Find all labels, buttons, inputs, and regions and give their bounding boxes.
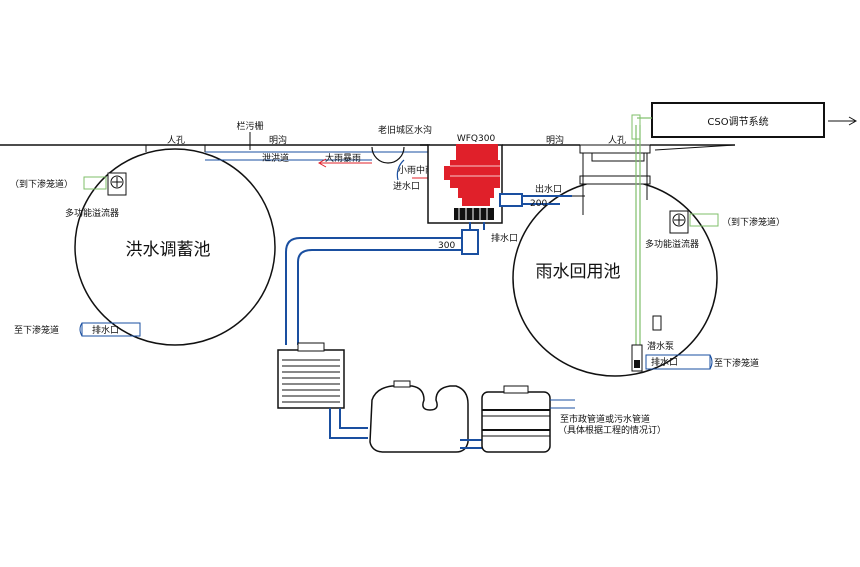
to-seepage-right-bottom-label: 至下渗笼道 [714, 357, 759, 369]
open-ditch-left-label: 明沟 [269, 134, 287, 146]
drain-outlet-right [645, 354, 713, 370]
manhole-left-label: 人孔 [167, 135, 185, 146]
old-city-ditch-label: 老旧城区水沟 [378, 124, 432, 136]
light-rain-label: 小雨中雨 [398, 164, 434, 176]
to-seepage-right-label: （到下渗笼道） [722, 216, 785, 228]
connector-pipe-1 [329, 408, 368, 439]
flood-storage-pool: 洪水调蓄池 [74, 148, 276, 346]
outlet-pipe [499, 193, 585, 207]
heavy-rain-label: 大雨暴雨 [325, 152, 361, 164]
overflow-device-left [83, 172, 127, 196]
main-drain-pipe [285, 222, 485, 345]
connector-pipe-2 [460, 439, 484, 449]
size-200-label: 200 [530, 199, 547, 209]
flood-pool-label: 洪水调蓄池 [126, 240, 211, 260]
drain-left-label: 排水口 [92, 324, 119, 336]
flood-channel-pipe [205, 151, 430, 168]
trash-rack-label: 栏污栅 [236, 120, 263, 132]
filter-grate [454, 208, 494, 220]
to-seepage-left-bottom-label: 至下渗笼道 [14, 324, 59, 336]
flood-channel-label: 泄洪道 [262, 152, 289, 164]
wfq-label: WFQ300 [457, 134, 496, 144]
cso-system-box: CSO调节系统 [631, 102, 858, 140]
rain-reuse-pool: 雨水回用池 [512, 179, 718, 377]
overflow-device-right [669, 210, 719, 234]
submersible-pump [631, 344, 643, 372]
cso-label: CSO调节系统 [707, 115, 768, 128]
filter-tank [277, 342, 345, 409]
wfq-device [444, 144, 500, 206]
size-300-label: 300 [438, 241, 455, 251]
right-manhole [579, 144, 651, 215]
reuse-riser-pipe [635, 125, 662, 370]
overflow-right-label: 多功能溢流器 [645, 238, 699, 250]
drain-mid-label: 排水口 [491, 232, 518, 244]
drain-right-label: 排水口 [651, 356, 678, 368]
overflow-left-label: 多功能溢流器 [65, 207, 119, 219]
reuse-pool-label: 雨水回用池 [536, 262, 621, 282]
ground-line [0, 144, 736, 151]
sub-pump-label: 潜水泵 [647, 340, 674, 352]
outlet-label: 出水口 [535, 183, 562, 195]
manhole-right-label: 人孔 [608, 135, 626, 146]
drain-outlet-left [79, 322, 141, 337]
project-note-label: （具体根据工程的情况订） [558, 424, 666, 436]
open-ditch-right-label: 明沟 [546, 134, 564, 146]
discharge-tank [481, 385, 575, 453]
to-seepage-left-label: （到下渗笼道） [10, 178, 73, 190]
inlet-label: 进水口 [393, 180, 420, 192]
to-municipal-label: 至市政管道或污水管道 [560, 413, 650, 425]
old-ditch [371, 146, 405, 181]
storage-tank [369, 380, 469, 453]
